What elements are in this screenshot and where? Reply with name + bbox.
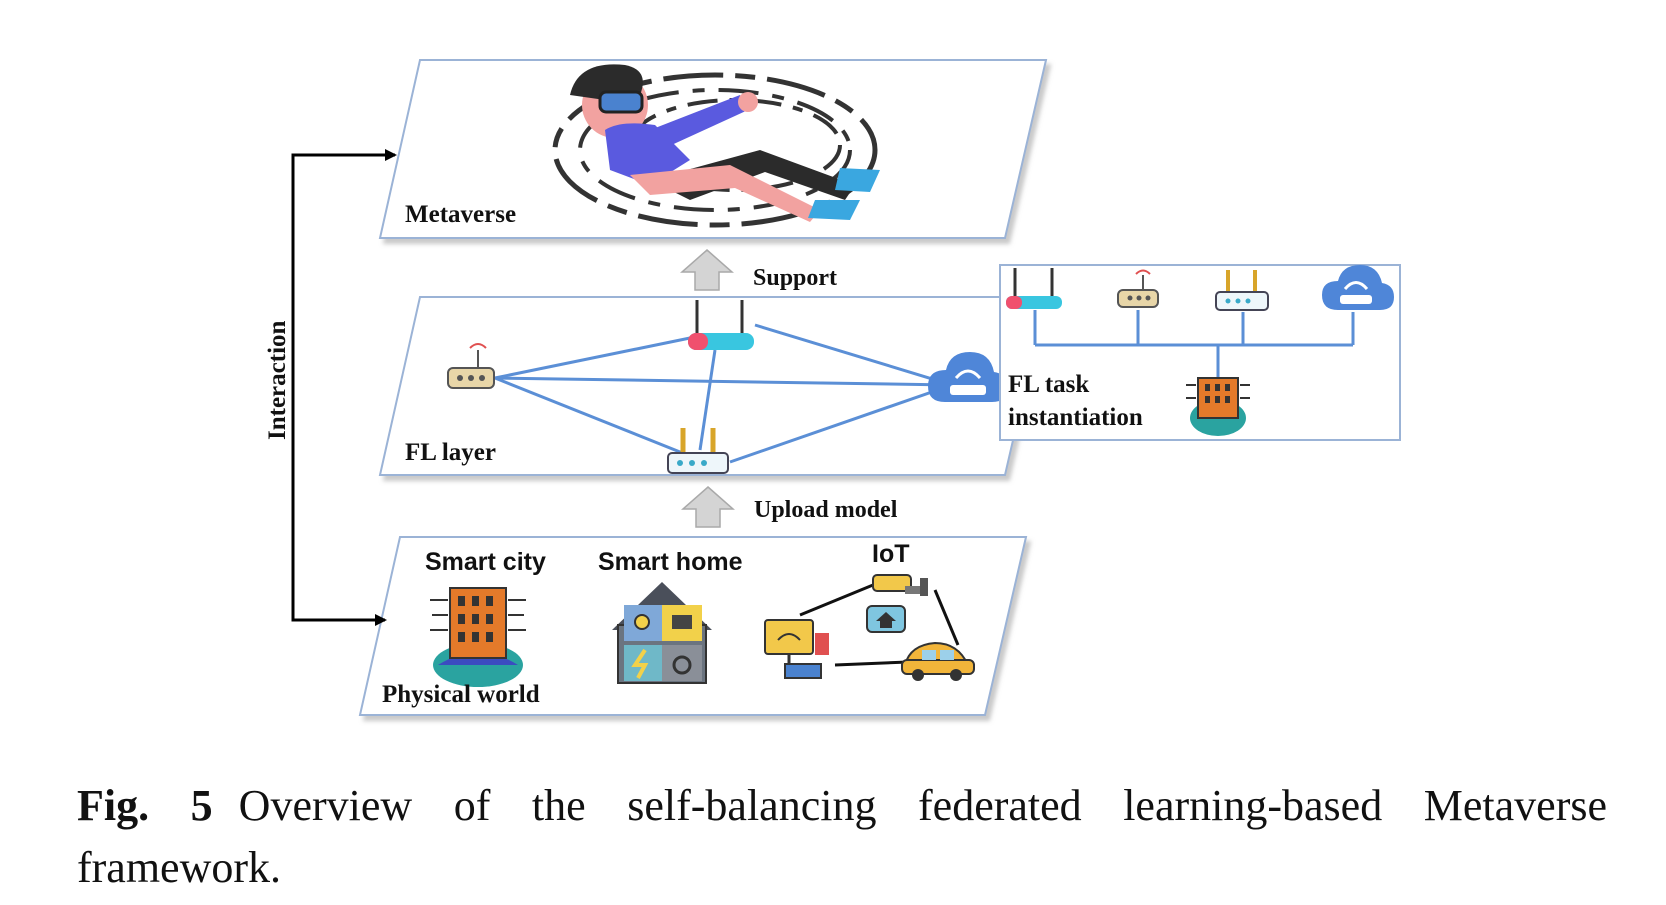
- upload-model-label: Upload model: [754, 497, 898, 523]
- task-smart-city-icon: [1186, 377, 1250, 436]
- fl-layer-label: FL layer: [405, 439, 496, 466]
- physical-world-label: Physical world: [382, 681, 540, 708]
- router-top-icon: [688, 300, 754, 350]
- interaction-line: [291, 153, 395, 622]
- support-arrow-icon: [680, 249, 734, 291]
- task-router-gold-icon: [1215, 270, 1269, 311]
- iot-icon: [764, 574, 975, 681]
- interaction-connector: Interaction: [264, 149, 397, 626]
- wifi-router-icon: [447, 343, 495, 389]
- figure-number: Fig. 5: [77, 781, 213, 830]
- metaverse-plane: [378, 59, 1048, 239]
- car-icon: [901, 641, 975, 681]
- task-router-red-icon: [1006, 268, 1062, 309]
- vr-person-icon: [552, 64, 880, 228]
- metaverse-layer: Metaverse: [378, 59, 1048, 239]
- support-label: Support: [753, 265, 837, 291]
- fl-task-links: [1033, 310, 1355, 378]
- task-cloud-icon: [1322, 265, 1394, 310]
- smart-home-label: Smart home: [598, 548, 743, 576]
- cloud-server-icon: [928, 352, 1008, 402]
- interaction-label: Interaction: [264, 320, 291, 440]
- computer-icon: [764, 619, 829, 679]
- smart-city-icon: [430, 587, 526, 687]
- fl-task-label-line1: FL task: [1008, 371, 1089, 398]
- task-wifi-router-icon: [1117, 269, 1159, 308]
- smart-city-label: Smart city: [425, 548, 546, 576]
- caption-text: Overview of the self-balancing federated…: [77, 781, 1607, 892]
- support-arrow: Support: [680, 249, 837, 291]
- smart-home-panel-icon: [866, 605, 906, 633]
- fl-task-box: FL task instantiation: [999, 264, 1401, 441]
- physical-world-layer: Smart city Smart home: [358, 536, 1028, 716]
- fl-links: [494, 323, 953, 464]
- smart-home-icon: [612, 582, 712, 684]
- metaverse-label: Metaverse: [405, 201, 516, 228]
- fl-layer-plane: [378, 296, 1048, 476]
- upload-model-arrow: Upload model: [681, 486, 898, 528]
- router-bottom-icon: [667, 428, 729, 474]
- fl-layer: FL layer: [378, 296, 1048, 476]
- fl-task-label-line2: instantiation: [1008, 404, 1143, 431]
- security-camera-icon: [872, 574, 928, 596]
- upload-arrow-icon: [681, 486, 735, 528]
- iot-label: IoT: [872, 540, 910, 568]
